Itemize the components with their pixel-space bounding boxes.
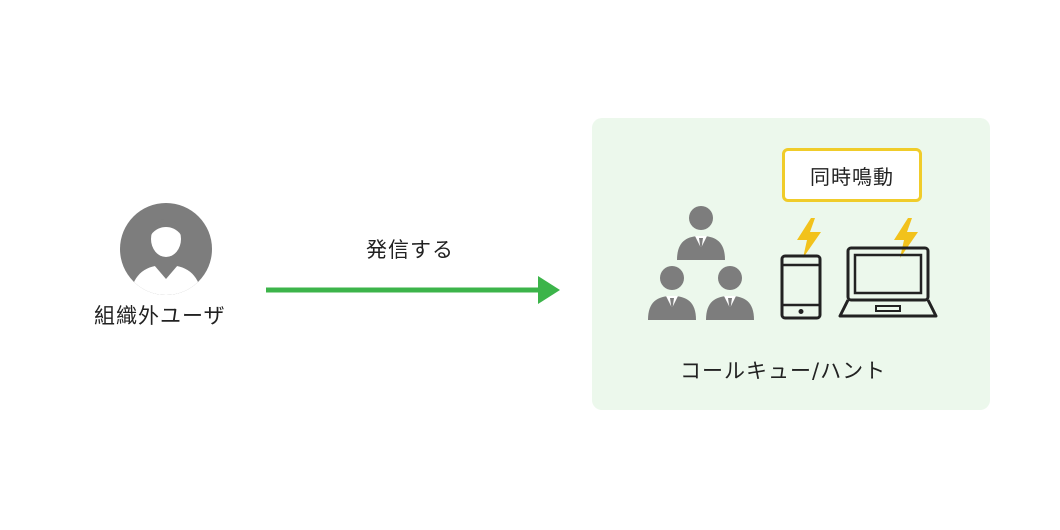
simultaneous-ringing-label: 同時鳴動 bbox=[810, 164, 894, 189]
external-user bbox=[92, 198, 242, 338]
simultaneous-ringing-badge: 同時鳴動 bbox=[782, 148, 922, 202]
group-users-icon bbox=[648, 206, 754, 320]
smartphone-icon bbox=[780, 254, 822, 320]
callqueue-hunt-label: コールキュー/ハント bbox=[680, 359, 887, 383]
lightning-icon bbox=[797, 218, 821, 258]
call-arrow-label: 発信する bbox=[366, 238, 454, 262]
call-arrow bbox=[266, 276, 560, 304]
external-user-label: 組織外ユーザ bbox=[94, 304, 226, 328]
laptop-icon bbox=[838, 246, 938, 318]
lightning-icon bbox=[894, 218, 918, 258]
user-avatar-icon bbox=[120, 203, 212, 295]
